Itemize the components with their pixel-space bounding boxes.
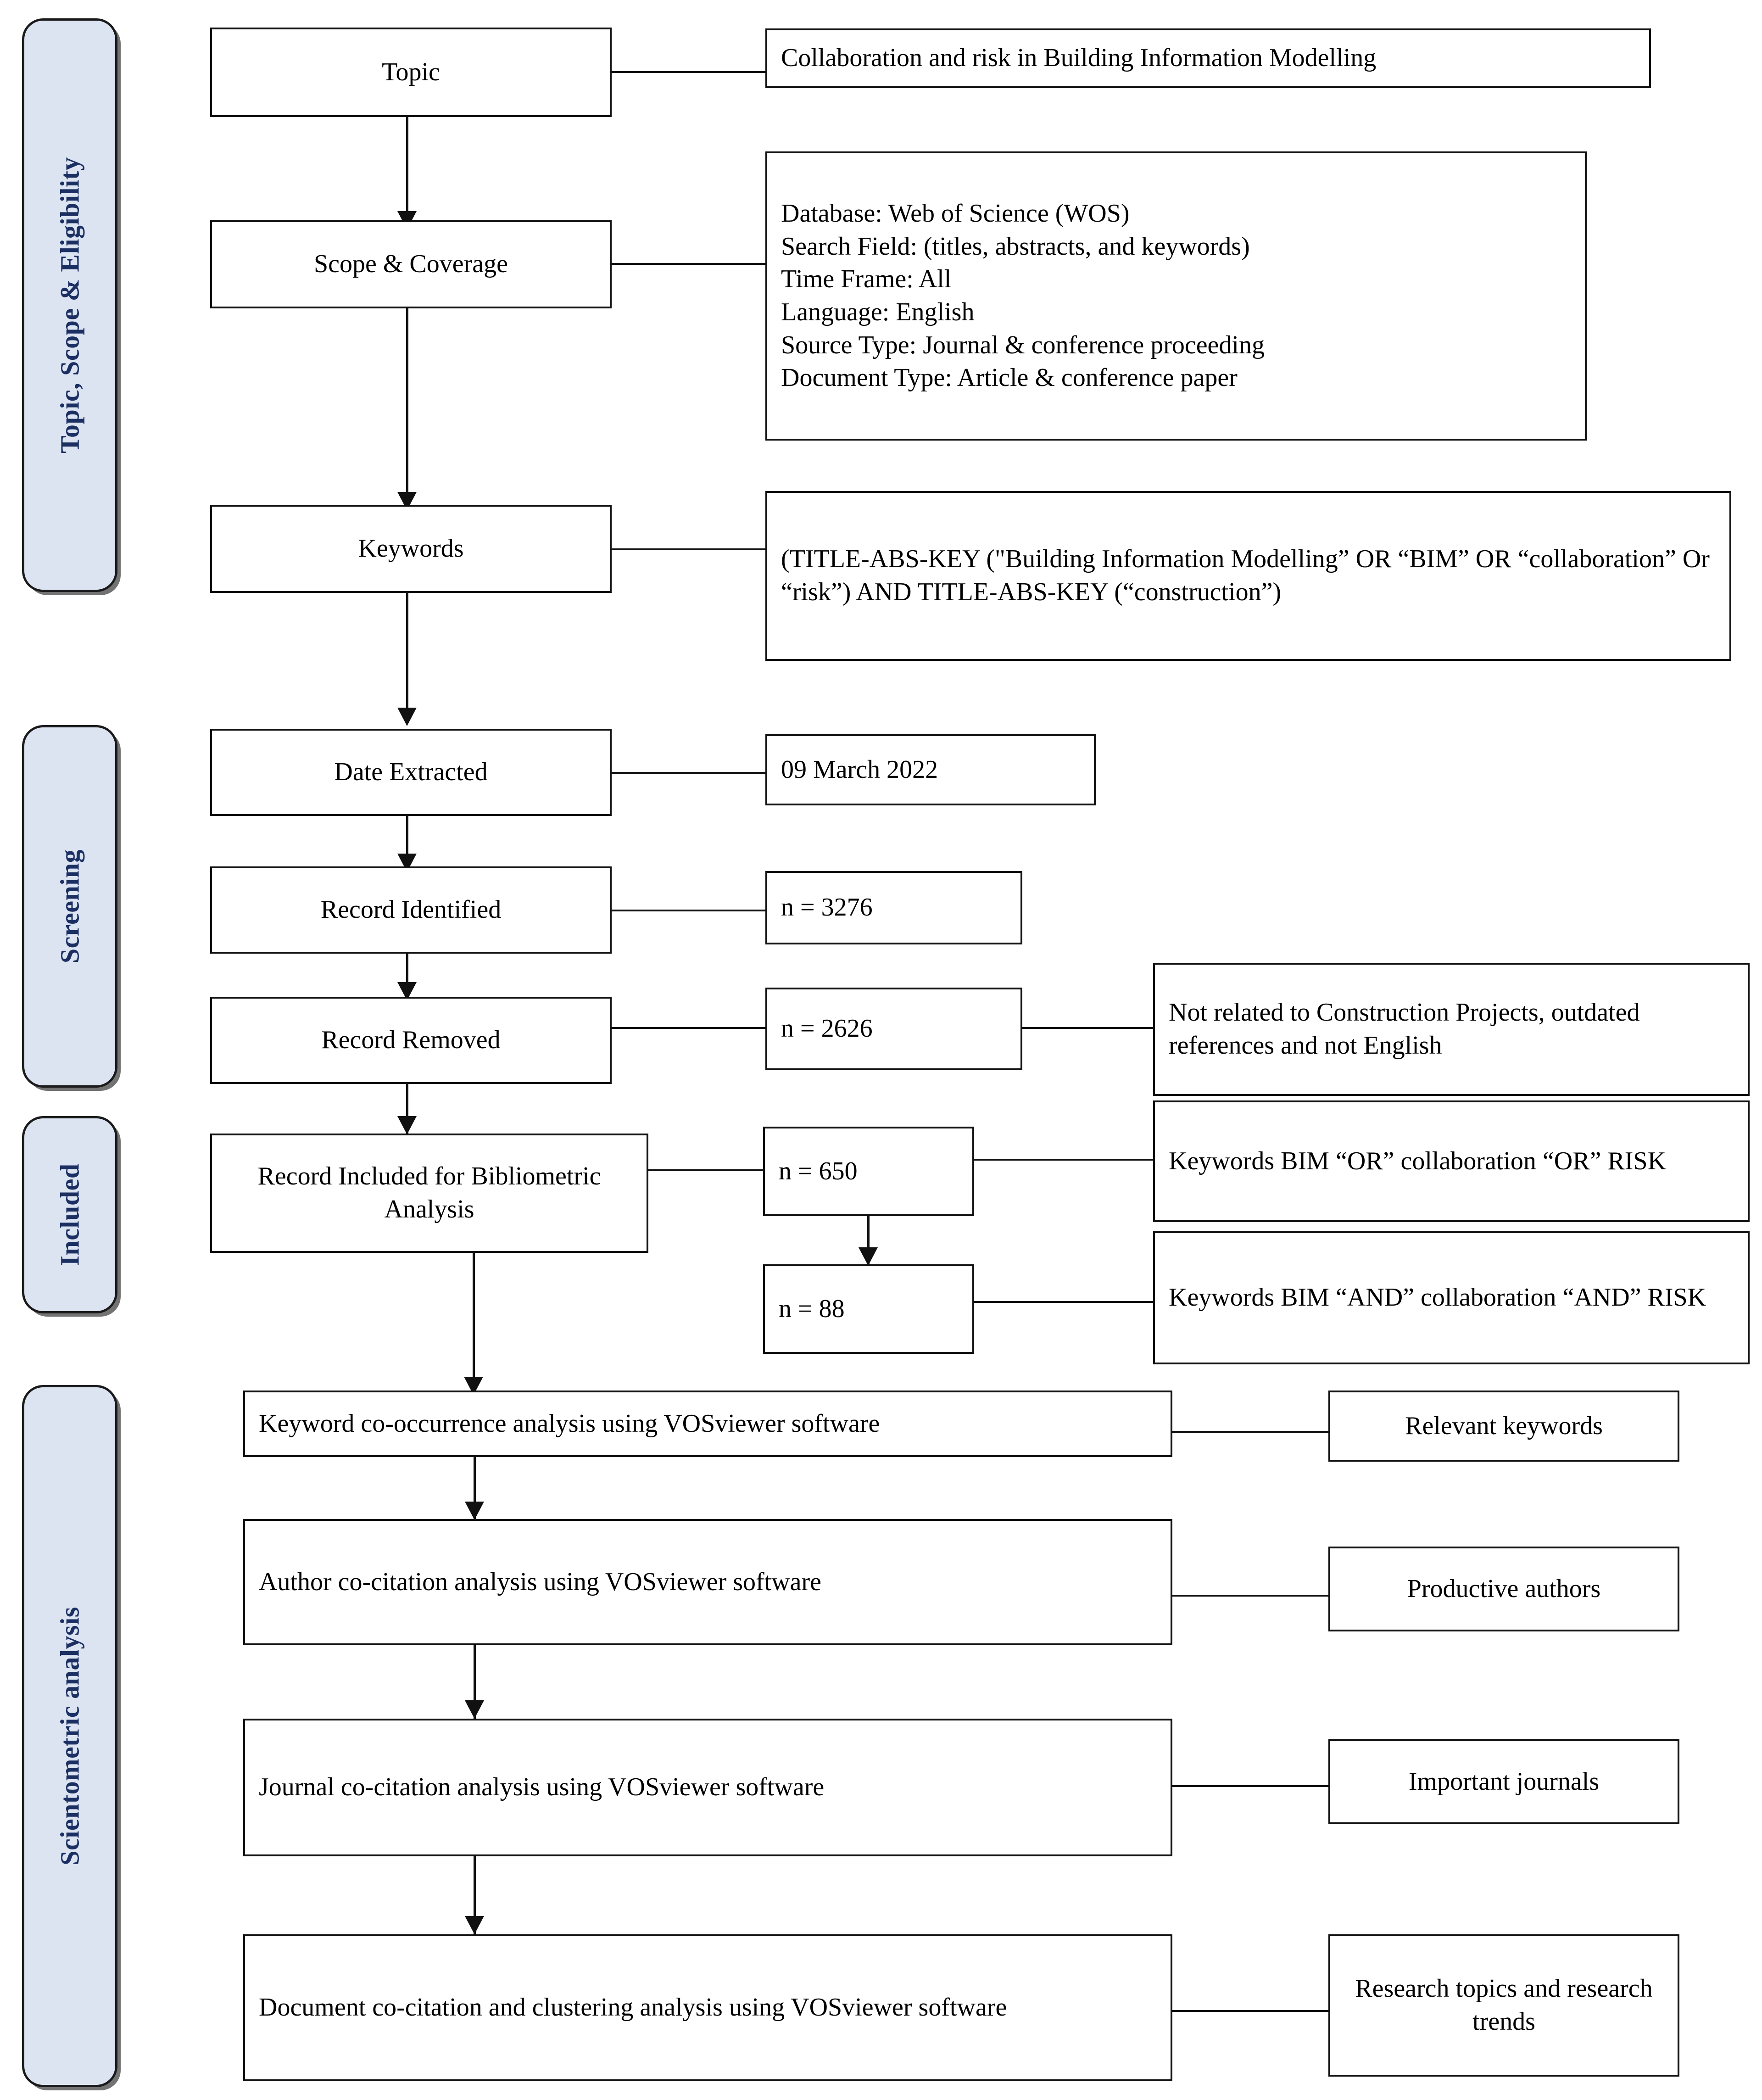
node-document-cocitation-output-label: Research topics and research trends <box>1355 1974 1653 2036</box>
node-record-included-label: Record Included for Bibliometric Analysi… <box>257 1162 601 1223</box>
node-scope-detail-text: Database: Web of Science (WOS) Search Fi… <box>781 199 1265 392</box>
stage-label-screening: Screening <box>55 849 85 964</box>
node-keyword-cooccurrence-output[interactable]: Relevant keywords <box>1328 1391 1679 1462</box>
node-record-identified-count-label: n = 3276 <box>781 893 873 922</box>
node-keyword-cooccurrence-output-label: Relevant keywords <box>1405 1411 1603 1440</box>
stage-scientometric-analysis: Scientometric analysis <box>22 1385 117 2087</box>
stage-included: Included <box>22 1116 117 1313</box>
connector-scope-to-keywords <box>406 308 408 501</box>
connector-removed-count-to-reason <box>1022 1027 1153 1029</box>
node-record-removed-count[interactable]: n = 2626 <box>765 988 1022 1070</box>
arrowhead-author-to-journal-analysis <box>465 1700 484 1719</box>
node-date-extracted[interactable]: Date Extracted <box>210 729 612 816</box>
node-record-included-count-label: n = 650 <box>779 1156 858 1185</box>
node-topic-detail[interactable]: Collaboration and risk in Building Infor… <box>765 28 1651 88</box>
node-topic-detail-label: Collaboration and risk in Building Infor… <box>781 44 1377 73</box>
node-record-identified-count[interactable]: n = 3276 <box>765 871 1022 944</box>
connector-removed-to-count <box>612 1027 765 1029</box>
node-record-removed-reason-text: Not related to Construction Projects, ou… <box>1169 998 1640 1060</box>
connector-identified-to-count <box>612 910 765 911</box>
connector-journal-analysis-to-output <box>1172 1785 1328 1787</box>
stage-label-topic-scope-eligibility: Topic, Scope & Eligibility <box>55 157 85 453</box>
arrowhead-journal-to-document-analysis <box>465 1916 484 1934</box>
node-record-removed-count-label: n = 2626 <box>781 1014 873 1043</box>
node-record-included-reason-text: Keywords BIM “OR” collaboration “OR” RIS… <box>1169 1146 1667 1175</box>
connector-removed-to-included <box>406 1084 408 1134</box>
connector-keyword-analysis-to-output <box>1172 1431 1328 1433</box>
connector-date-to-identified <box>406 816 408 869</box>
node-journal-cocitation[interactable]: Journal co-citation analysis using VOSvi… <box>243 1719 1172 1856</box>
connector-date-to-value <box>612 772 765 774</box>
node-record-removed[interactable]: Record Removed <box>210 997 612 1084</box>
node-record-final-count-label: n = 88 <box>779 1294 845 1323</box>
node-date-extracted-label: Date Extracted <box>334 758 488 787</box>
node-record-included-count[interactable]: n = 650 <box>763 1127 974 1216</box>
node-keywords-detail-text: (TITLE-ABS-KEY ("Building Information Mo… <box>781 545 1710 606</box>
node-record-final-count[interactable]: n = 88 <box>763 1264 974 1354</box>
node-document-cocitation[interactable]: Document co-citation and clustering anal… <box>243 1934 1172 2081</box>
node-record-final-reason[interactable]: Keywords BIM “AND” collaboration “AND” R… <box>1153 1231 1750 1364</box>
arrowhead-650-to-88 <box>859 1247 878 1266</box>
connector-journal-to-document-analysis <box>474 1856 476 1934</box>
connector-author-analysis-to-output <box>1172 1595 1328 1597</box>
connector-included-count-to-reason <box>974 1159 1153 1161</box>
arrowhead-keyword-to-author-analysis <box>465 1502 484 1520</box>
node-keyword-cooccurrence-label: Keyword co-occurrence analysis using VOS… <box>259 1409 880 1438</box>
node-author-cocitation[interactable]: Author co-citation analysis using VOSvie… <box>243 1519 1172 1645</box>
connector-88-to-reason <box>974 1301 1153 1303</box>
connector-identified-to-removed <box>406 954 408 1000</box>
node-scope[interactable]: Scope & Coverage <box>210 220 612 308</box>
node-record-final-reason-text: Keywords BIM “AND” collaboration “AND” R… <box>1169 1283 1706 1312</box>
node-topic[interactable]: Topic <box>210 28 612 117</box>
connector-scope-to-detail <box>612 263 765 265</box>
node-scope-detail[interactable]: Database: Web of Science (WOS) Search Fi… <box>765 151 1587 441</box>
connector-keywords-to-date <box>406 593 408 722</box>
node-journal-cocitation-output[interactable]: Important journals <box>1328 1739 1679 1824</box>
node-scope-label: Scope & Coverage <box>314 250 508 279</box>
connector-topic-to-detail <box>612 71 765 73</box>
node-author-cocitation-output-label: Productive authors <box>1407 1574 1601 1603</box>
stage-topic-scope-eligibility: Topic, Scope & Eligibility <box>22 18 117 592</box>
connector-keywords-to-detail <box>612 548 765 550</box>
connector-topic-to-scope <box>406 117 408 220</box>
node-date-extracted-value-label: 09 March 2022 <box>781 755 938 784</box>
node-keyword-cooccurrence[interactable]: Keyword co-occurrence analysis using VOS… <box>243 1391 1172 1457</box>
arrowhead-keywords-to-date <box>397 708 417 726</box>
node-author-cocitation-output[interactable]: Productive authors <box>1328 1547 1679 1631</box>
node-record-removed-reason[interactable]: Not related to Construction Projects, ou… <box>1153 963 1750 1096</box>
connector-included-to-keyword-analysis <box>473 1253 475 1395</box>
node-document-cocitation-label: Document co-citation and clustering anal… <box>259 1993 1007 2022</box>
stage-label-scientometric-analysis: Scientometric analysis <box>55 1607 85 1865</box>
connector-keyword-to-author-analysis <box>474 1457 476 1519</box>
node-record-identified[interactable]: Record Identified <box>210 866 612 954</box>
node-record-included-reason[interactable]: Keywords BIM “OR” collaboration “OR” RIS… <box>1153 1100 1750 1222</box>
connector-author-to-journal-analysis <box>474 1645 476 1719</box>
stage-label-included: Included <box>55 1163 85 1266</box>
node-date-extracted-value[interactable]: 09 March 2022 <box>765 734 1096 805</box>
node-author-cocitation-label: Author co-citation analysis using VOSvie… <box>259 1567 822 1596</box>
node-record-included[interactable]: Record Included for Bibliometric Analysi… <box>210 1134 648 1253</box>
node-topic-label: Topic <box>382 57 440 86</box>
connector-650-to-88 <box>867 1216 870 1267</box>
node-journal-cocitation-output-label: Important journals <box>1408 1767 1600 1796</box>
node-journal-cocitation-label: Journal co-citation analysis using VOSvi… <box>259 1773 825 1802</box>
node-record-removed-label: Record Removed <box>321 1026 501 1055</box>
connector-included-to-count <box>648 1169 763 1171</box>
arrowhead-removed-to-included <box>397 1116 417 1134</box>
node-record-identified-label: Record Identified <box>320 895 502 924</box>
node-keywords-detail[interactable]: (TITLE-ABS-KEY ("Building Information Mo… <box>765 491 1731 661</box>
node-document-cocitation-output[interactable]: Research topics and research trends <box>1328 1934 1679 2077</box>
stage-screening: Screening <box>22 725 117 1088</box>
connector-document-analysis-to-output <box>1172 2010 1328 2012</box>
node-keywords-label: Keywords <box>358 534 464 563</box>
node-keywords[interactable]: Keywords <box>210 505 612 593</box>
